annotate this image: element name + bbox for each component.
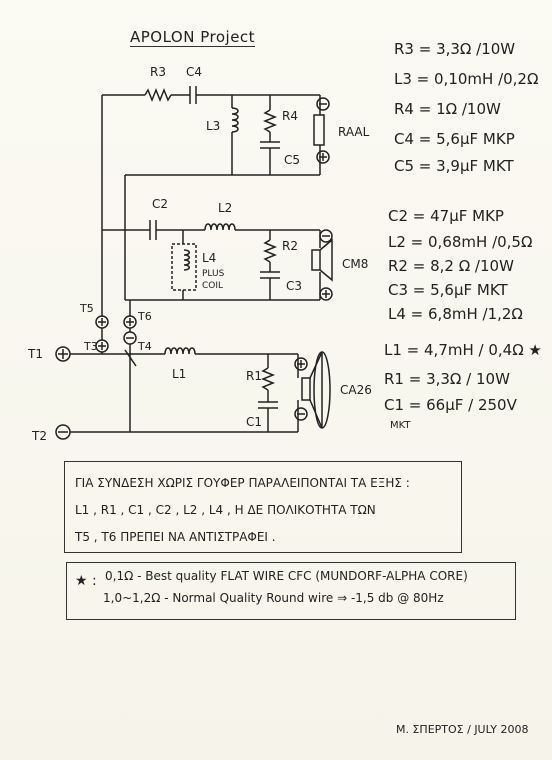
label-cm8: CM8 — [342, 257, 368, 271]
label-t1: T1 — [27, 347, 43, 361]
ca26-driver-rim — [313, 351, 331, 429]
label-r2: R2 — [282, 239, 298, 253]
raal-minus-terminal — [316, 97, 330, 111]
signature: Μ. ΣΠΕΡΤΟΣ / JULY 2008 — [396, 723, 529, 736]
star-icon: ★ : — [75, 573, 97, 589]
label-l2: L2 — [218, 201, 232, 215]
spec-r3: R3 = 3,3Ω /10W — [394, 40, 516, 58]
label-r3: R3 — [150, 65, 166, 79]
note-box-coil-quality: ★ : 0,1Ω - Best quality FLAT WIRE CFC (M… — [66, 562, 516, 620]
spec-l2: L2 = 0,68mH /0,5Ω — [388, 233, 533, 251]
cm8-driver-cone — [319, 238, 333, 282]
resistor-r3-symbol — [144, 87, 172, 103]
spec-c1-type: MKT — [390, 420, 411, 431]
ca26-driver-magnet — [301, 377, 311, 401]
label-c2: C2 — [152, 197, 168, 211]
capacitor-c2-symbol — [149, 220, 157, 240]
label-ca26: CA26 — [340, 383, 372, 397]
label-c4: C4 — [186, 65, 202, 79]
label-t4: T4 — [137, 340, 152, 353]
capacitor-c1-symbol — [258, 401, 278, 409]
inductor-l4-symbol — [183, 249, 190, 271]
ca26-plus-terminal — [294, 357, 308, 371]
note1-line2: L1 , R1 , C1 , C2 , L2 , L4 , Η ΔΕ ΠΟΛΙΚ… — [75, 503, 376, 517]
label-t5: T5 — [79, 302, 94, 315]
label-coil: COIL — [202, 281, 223, 291]
raal-plus-terminal — [316, 150, 330, 164]
spec-r4: R4 = 1Ω /10W — [394, 100, 501, 118]
resistor-r4-symbol — [262, 109, 278, 133]
cm8-minus-terminal — [319, 229, 333, 243]
note2-line2: 1,0~1,2Ω - Normal Quality Round wire ⇒ -… — [103, 591, 444, 605]
spec-r1: R1 = 3,3Ω / 10W — [384, 370, 510, 388]
label-l3: L3 — [206, 119, 220, 133]
l4-dashed-box — [171, 243, 197, 291]
resistor-r1-symbol — [260, 367, 276, 391]
inductor-l1-symbol — [164, 347, 196, 355]
capacitor-c4-symbol — [189, 86, 197, 104]
label-c5: C5 — [284, 153, 300, 167]
label-t2: T2 — [31, 429, 47, 443]
note-box-without-woofer: ΓΙΑ ΣΥΝΔΕΣΗ ΧΩΡΙΣ ΓΟΥΦΕΡ ΠΑΡΑΛΕΙΠΟΝΤΑΙ Τ… — [64, 461, 462, 553]
label-l4: L4 — [202, 251, 216, 265]
note1-line3: T5 , T6 ΠΡΕΠΕΙ ΝΑ ΑΝΤΙΣΤΡΑΦΕΙ . — [75, 530, 276, 544]
spec-c4: C4 = 5,6µF MKP — [394, 130, 515, 148]
label-t6: T6 — [137, 310, 152, 323]
cm8-driver-magnet — [311, 249, 321, 271]
spec-c1: C1 = 66µF / 250V — [384, 396, 517, 414]
spec-l3: L3 = 0,10mH /0,2Ω — [394, 70, 539, 88]
spec-c3: C3 = 5,6µF MKT — [388, 281, 508, 299]
spec-l4: L4 = 6,8mH /1,2Ω — [388, 305, 523, 323]
label-c1: C1 — [246, 415, 262, 429]
capacitor-c3-symbol — [260, 271, 280, 279]
inductor-l2-symbol — [204, 223, 236, 231]
label-r1: R1 — [246, 369, 262, 383]
wire — [124, 349, 137, 367]
spec-l1: L1 = 4,7mH / 0,4Ω ★ — [384, 341, 542, 359]
label-plus: PLUS — [202, 269, 225, 279]
inductor-l3-symbol — [231, 107, 239, 133]
label-l1: L1 — [172, 367, 186, 381]
ca26-minus-terminal — [294, 407, 308, 421]
capacitor-c5-symbol — [260, 141, 280, 149]
raal-driver-symbol — [313, 114, 325, 146]
label-raal: RAAL — [338, 125, 370, 139]
resistor-r2-symbol — [262, 239, 278, 263]
cm8-plus-terminal — [319, 287, 333, 301]
label-t3: T3 — [83, 340, 98, 353]
note2-line1: 0,1Ω - Best quality FLAT WIRE CFC (MUNDO… — [105, 569, 468, 583]
spec-c2: C2 = 47µF MKP — [388, 207, 504, 225]
spec-r2: R2 = 8,2 Ω /10W — [388, 257, 514, 275]
spec-c5: C5 = 3,9µF MKT — [394, 157, 514, 175]
label-c3: C3 — [286, 279, 302, 293]
label-r4: R4 — [282, 109, 298, 123]
note1-line1: ΓΙΑ ΣΥΝΔΕΣΗ ΧΩΡΙΣ ΓΟΥΦΕΡ ΠΑΡΑΛΕΙΠΟΝΤΑΙ Τ… — [75, 476, 410, 490]
page-title: APOLON Project — [130, 28, 256, 47]
